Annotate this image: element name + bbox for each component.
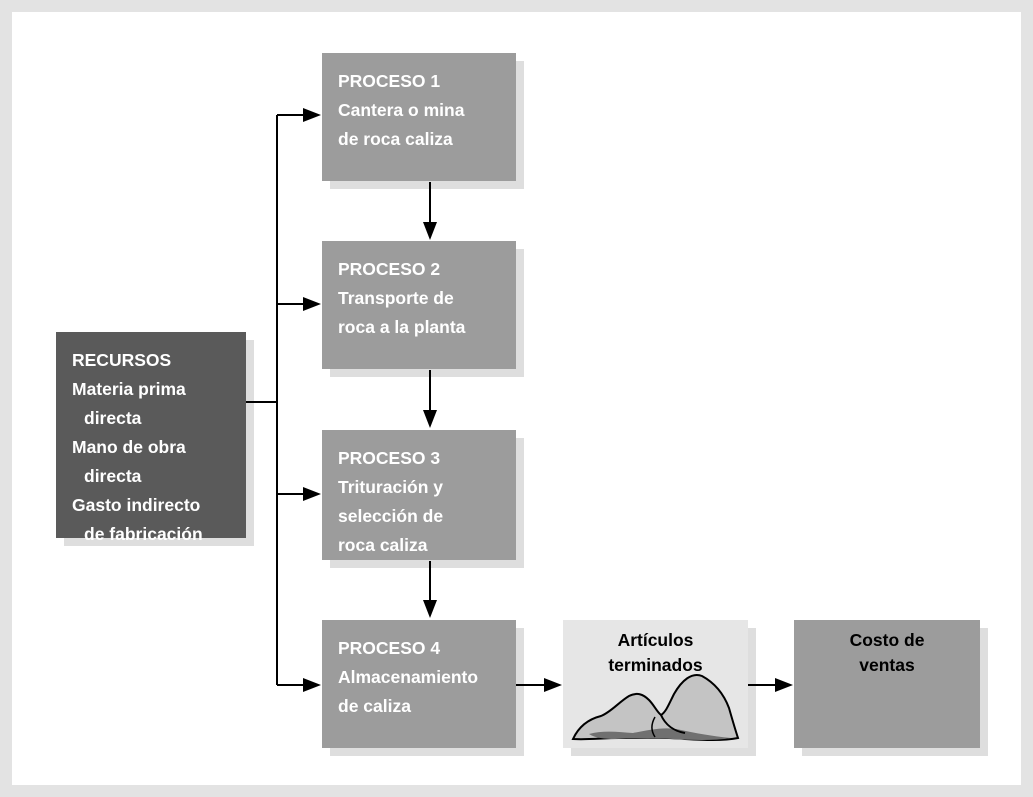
arrow-head-to-cost-of-sales xyxy=(775,678,793,692)
resources-item-line: directa xyxy=(84,408,142,428)
process-1-box: PROCESO 1 Cantera o mina de roca caliza xyxy=(322,53,516,181)
process-4-box: PROCESO 4 Almacenamiento de caliza xyxy=(322,620,516,748)
process-4-text-line: de caliza xyxy=(338,696,411,716)
cost-of-sales-box: Costo de ventas xyxy=(794,620,980,748)
arrow-head-process-3-to-4 xyxy=(423,600,437,618)
arrow-head-to-finished-goods xyxy=(544,678,562,692)
finished-goods-text-line: terminados xyxy=(608,655,703,675)
arrow-head-to-process-2 xyxy=(303,297,321,311)
cost-of-sales-text-line: Costo de xyxy=(849,630,925,650)
finished-goods-box: Artículos terminados xyxy=(563,620,748,748)
resources-title: RECURSOS xyxy=(72,350,172,370)
process-2-box: PROCESO 2 Transporte de roca a la planta xyxy=(322,241,516,369)
arrow-head-to-process-4 xyxy=(303,678,321,692)
arrow-head-process-2-to-3 xyxy=(423,410,437,428)
finished-goods-text-line: Artículos xyxy=(617,630,694,650)
arrow-head-process-1-to-2 xyxy=(423,222,437,240)
process-3-text-line: Trituración y xyxy=(338,477,444,497)
process-2-text-line: Transporte de xyxy=(338,288,454,308)
resources-item-line: directa xyxy=(84,466,142,486)
process-2-title: PROCESO 2 xyxy=(338,259,441,279)
process-3-box: PROCESO 3 Trituración y selección de roc… xyxy=(322,430,516,560)
process-1-title: PROCESO 1 xyxy=(338,71,441,91)
process-4-title: PROCESO 4 xyxy=(338,638,441,658)
cost-of-sales-text-line: ventas xyxy=(859,655,915,675)
arrow-head-to-process-3 xyxy=(303,487,321,501)
resources-item-line: Gasto indirecto xyxy=(72,495,201,515)
process-2-text-line: roca a la planta xyxy=(338,317,466,337)
process-4-text-line: Almacenamiento xyxy=(338,667,479,687)
resources-box: RECURSOS Materia prima directa Mano de o… xyxy=(56,332,246,544)
process-3-title: PROCESO 3 xyxy=(338,448,441,468)
process-1-text-line: de roca caliza xyxy=(338,129,453,149)
arrow-head-to-process-1 xyxy=(303,108,321,122)
rock-pile-icon xyxy=(571,674,740,741)
resources-item-line: Materia prima xyxy=(72,379,186,399)
resources-item-line: Mano de obra xyxy=(72,437,186,457)
process-1-text-line: Cantera o mina xyxy=(338,100,465,120)
resources-item-line: de fabricación xyxy=(84,524,203,544)
process-3-text-line: selección de xyxy=(338,506,444,526)
process-3-text-line: roca caliza xyxy=(338,535,428,555)
